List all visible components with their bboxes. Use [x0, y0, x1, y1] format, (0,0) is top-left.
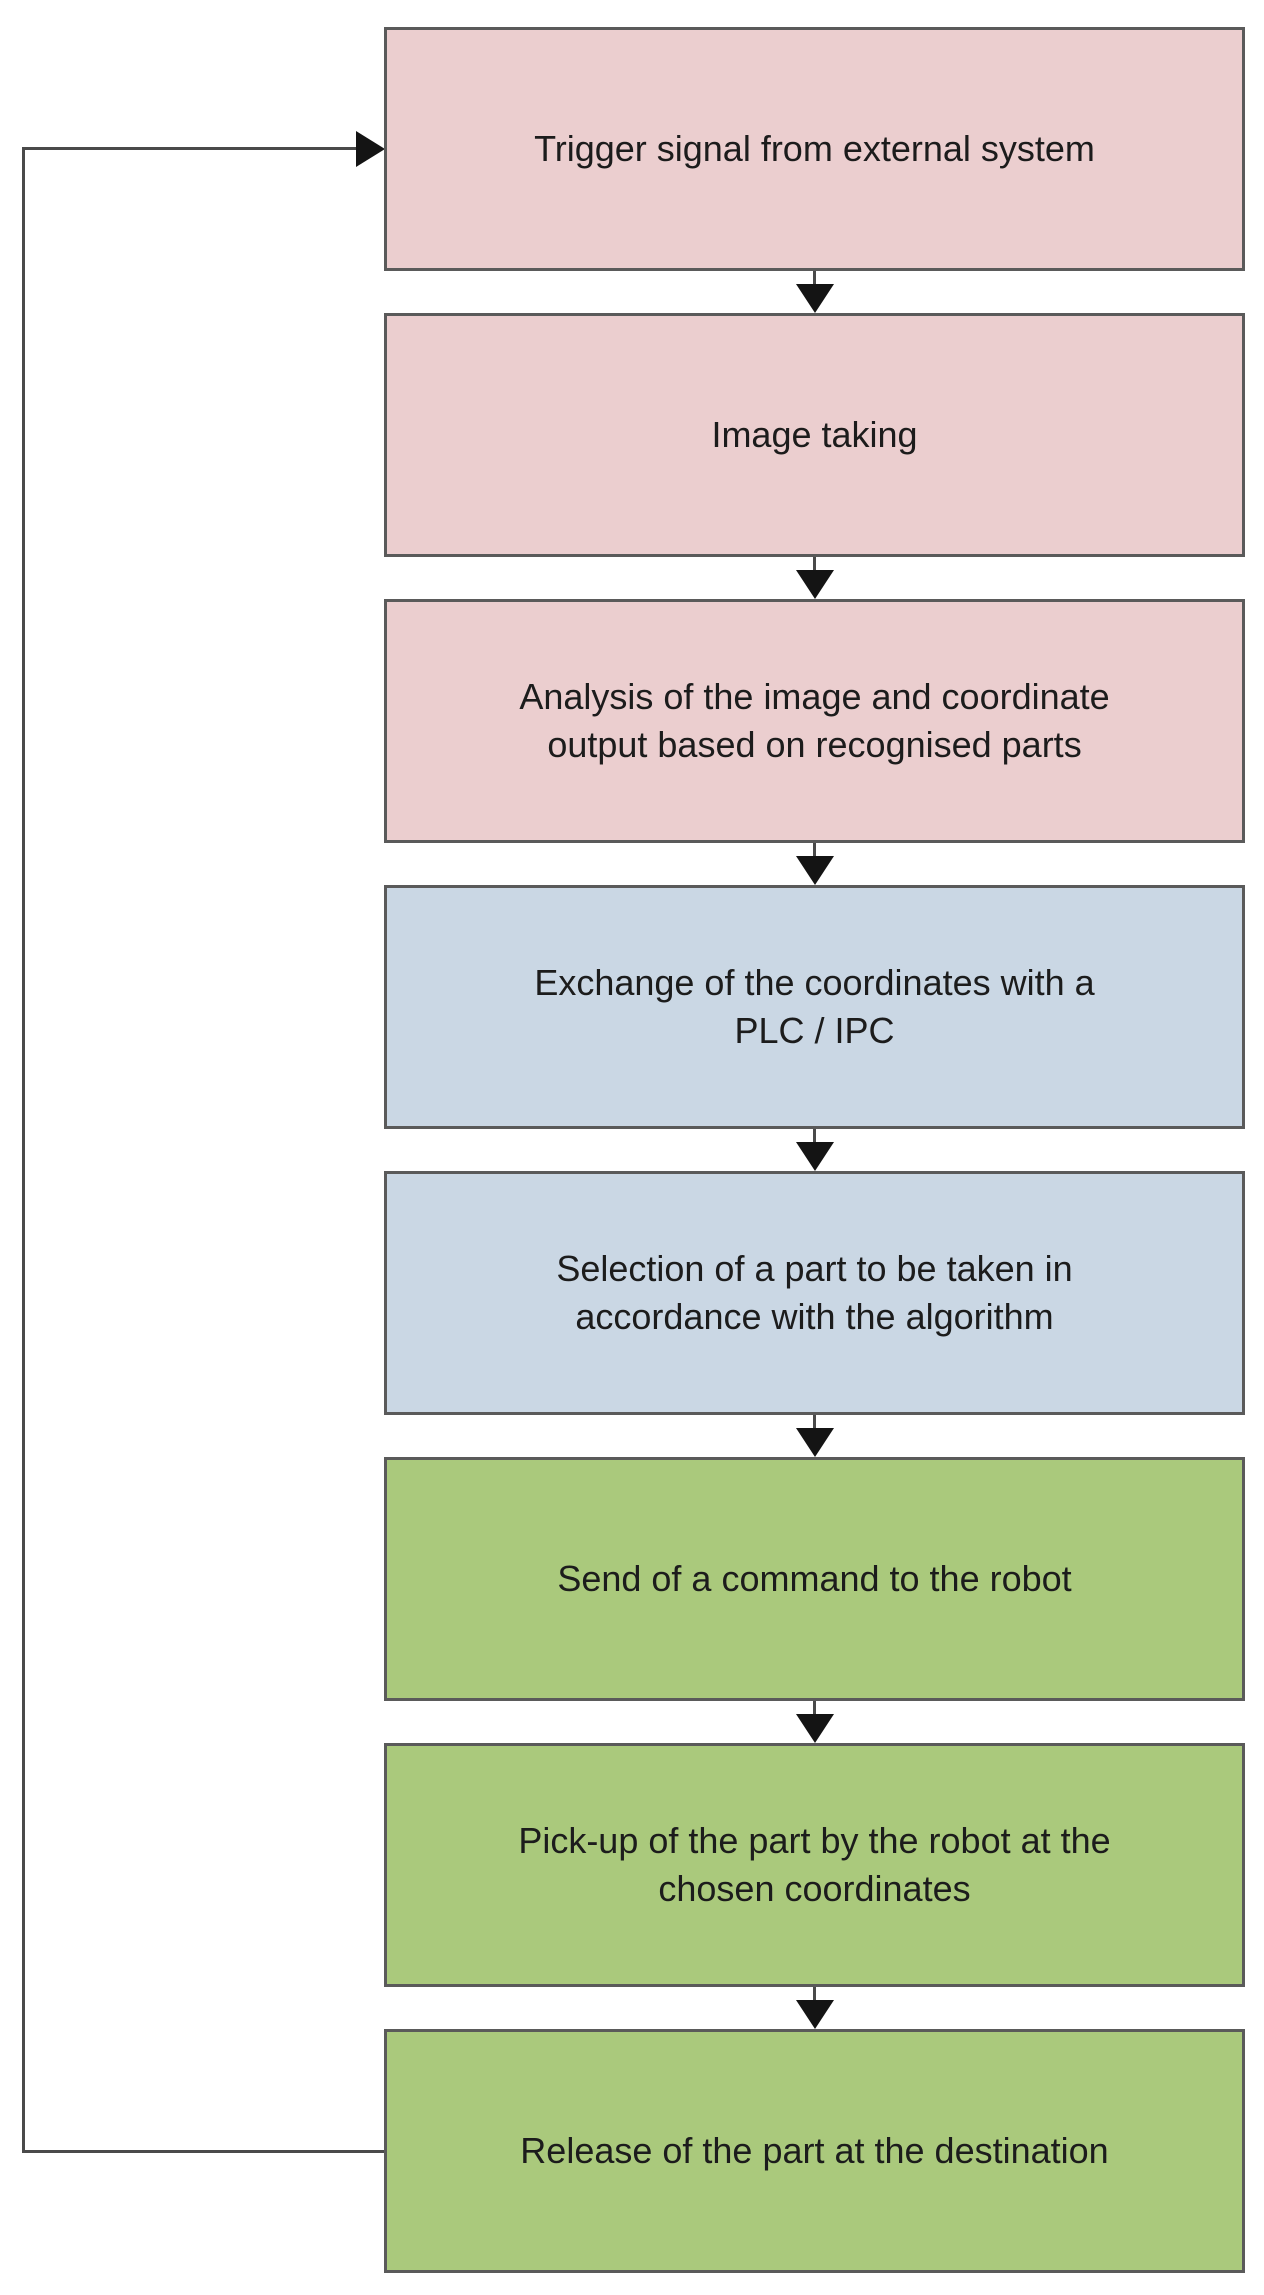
flow-column: Trigger signal from external system Imag…	[384, 27, 1245, 2273]
flow-connector	[384, 1701, 1245, 1743]
step-send-command: Send of a command to the robot	[384, 1457, 1245, 1701]
step-image-taking: Image taking	[384, 313, 1245, 557]
step-release: Release of the part at the destination	[384, 2029, 1245, 2273]
feedback-loop-vertical-line	[22, 147, 25, 2153]
step-label: Image taking	[711, 414, 918, 455]
connector-stem	[813, 557, 816, 570]
connector-stem	[813, 1987, 816, 2000]
flow-connector	[384, 271, 1245, 313]
step-label: Exchange of the coordinates with a PLC /…	[534, 962, 1095, 1051]
feedback-loop-top-line	[22, 147, 358, 150]
step-pick-up: Pick-up of the part by the robot at the …	[384, 1743, 1245, 1987]
flow-connector	[384, 557, 1245, 599]
connector-stem	[813, 1415, 816, 1428]
step-label: Analysis of the image and coordinate out…	[519, 676, 1110, 765]
step-coordinate-exchange: Exchange of the coordinates with a PLC /…	[384, 885, 1245, 1129]
flow-connector	[384, 1129, 1245, 1171]
feedback-loop-bottom-line	[22, 2150, 384, 2153]
step-label: Trigger signal from external system	[534, 128, 1095, 169]
arrow-down-icon	[795, 1428, 834, 1457]
step-label: Pick-up of the part by the robot at the …	[518, 1820, 1111, 1909]
step-image-analysis: Analysis of the image and coordinate out…	[384, 599, 1245, 843]
connector-stem	[813, 843, 816, 856]
arrow-down-icon	[795, 2000, 834, 2029]
connector-stem	[813, 271, 816, 284]
flow-connector	[384, 843, 1245, 885]
arrow-right-icon	[356, 131, 385, 167]
arrow-down-icon	[795, 1714, 834, 1743]
step-label: Selection of a part to be taken in accor…	[556, 1248, 1073, 1337]
arrow-down-icon	[795, 570, 834, 599]
step-label: Send of a command to the robot	[557, 1558, 1072, 1599]
arrow-down-icon	[795, 284, 834, 313]
step-label: Release of the part at the destination	[520, 2130, 1109, 2171]
connector-stem	[813, 1701, 816, 1714]
step-trigger-signal: Trigger signal from external system	[384, 27, 1245, 271]
flow-connector	[384, 1987, 1245, 2029]
arrow-down-icon	[795, 856, 834, 885]
flow-connector	[384, 1415, 1245, 1457]
connector-stem	[813, 1129, 816, 1142]
arrow-down-icon	[795, 1142, 834, 1171]
step-part-selection: Selection of a part to be taken in accor…	[384, 1171, 1245, 1415]
